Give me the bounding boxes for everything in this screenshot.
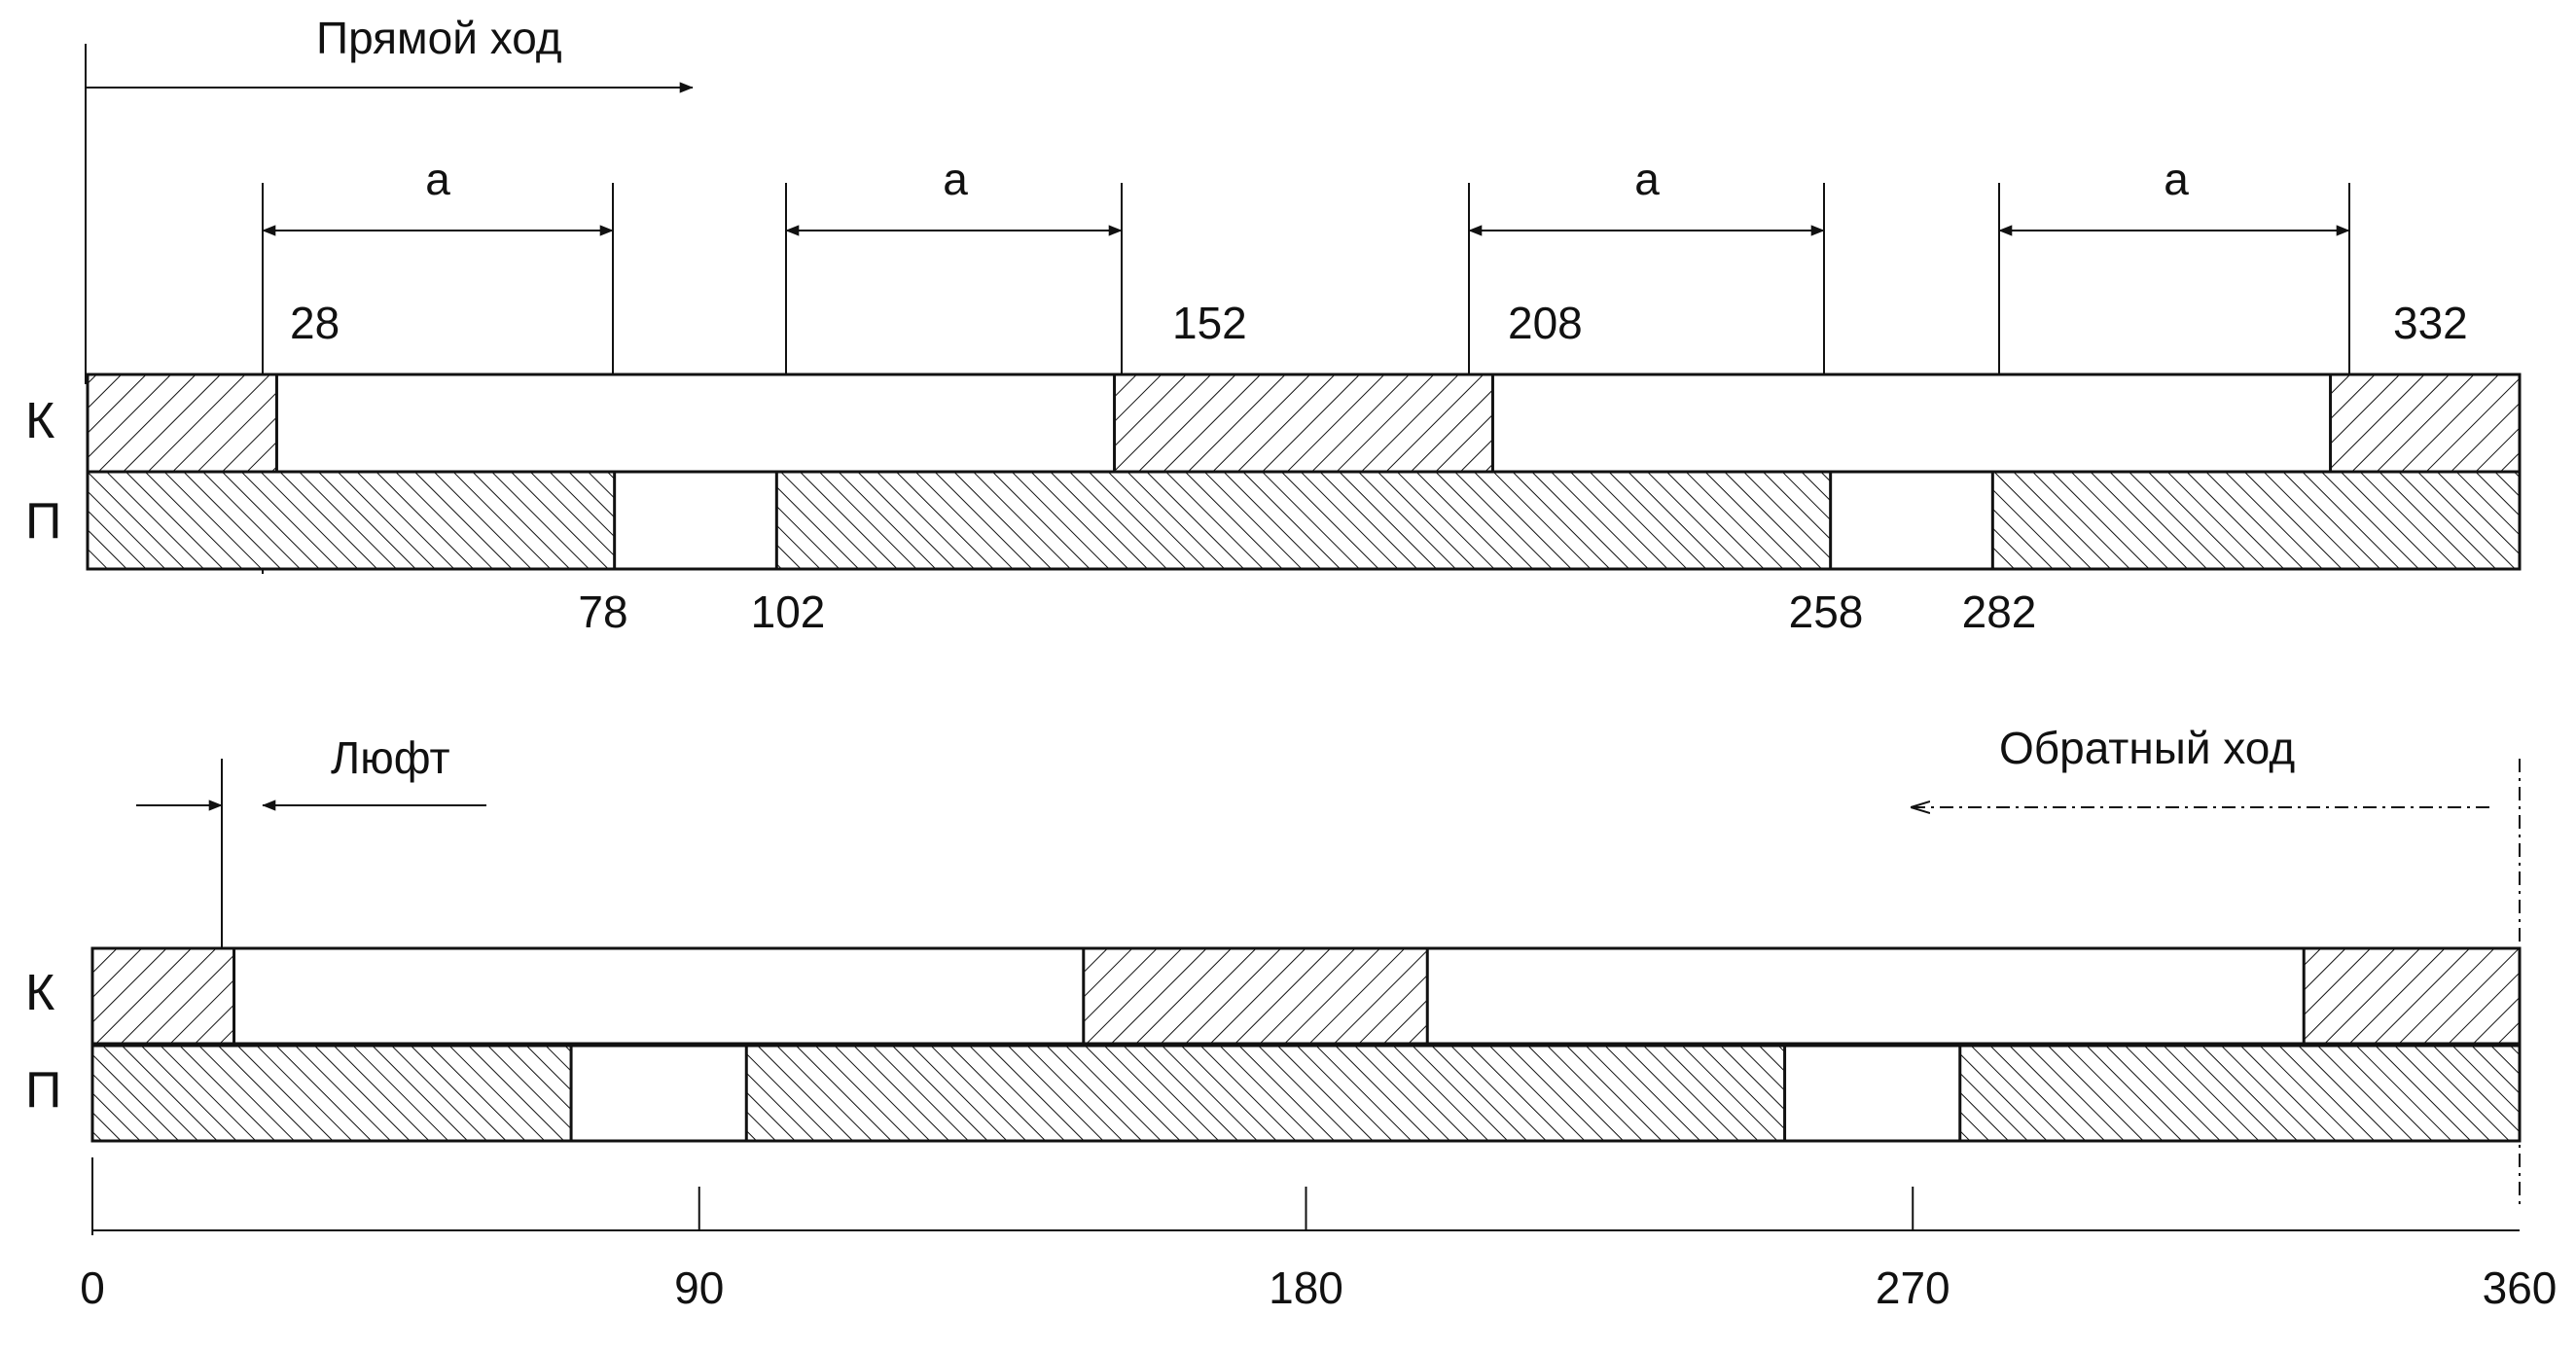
value-78: 78 — [578, 587, 627, 637]
bar-p-reverse — [90, 1044, 2522, 1143]
row-label-k-reverse: К — [25, 965, 54, 1021]
k-forward-segment — [2329, 373, 2522, 474]
bar-p-forward — [86, 470, 2522, 571]
k-reverse-segment — [1082, 946, 1429, 1046]
axis-tick-label: 0 — [80, 1262, 105, 1313]
value-28: 28 — [290, 298, 340, 348]
bar-k-forward — [86, 373, 2522, 474]
row-label-k-forward: К — [25, 393, 54, 449]
value-282: 282 — [1962, 587, 2037, 637]
svg-text:а: а — [1634, 154, 1660, 204]
axis-ticks: 0 90 180 270 360 — [80, 1187, 2557, 1313]
axis-tick-label: 90 — [674, 1262, 724, 1313]
row-label-p-forward: П — [25, 493, 61, 550]
svg-text:а: а — [2164, 154, 2189, 204]
axis-tick-label: 180 — [1269, 1262, 1343, 1313]
svg-text:а: а — [425, 154, 450, 204]
k-reverse-segment — [2302, 946, 2522, 1046]
p-reverse-segment — [90, 1044, 573, 1143]
value-208: 208 — [1508, 298, 1583, 348]
k-forward-segment — [86, 373, 278, 474]
p-forward-segment — [774, 470, 1833, 571]
dimension-a-4: а — [1998, 154, 2350, 374]
forward-label: Прямой ход — [316, 13, 562, 63]
p-reverse-segment — [744, 1044, 1787, 1143]
svg-text:а: а — [943, 154, 968, 204]
backlash-label: Люфт — [331, 732, 450, 783]
p-forward-segment — [1990, 470, 2522, 571]
value-102: 102 — [751, 587, 826, 637]
dimension-a-3: а — [1468, 154, 1825, 374]
reverse-label: Обратный ход — [1999, 723, 2295, 773]
axis-tick-label: 270 — [1876, 1262, 1950, 1313]
value-332: 332 — [2393, 298, 2468, 348]
p-reverse-segment — [1958, 1044, 2522, 1143]
value-152: 152 — [1172, 298, 1247, 348]
value-258: 258 — [1789, 587, 1864, 637]
axis-tick-label: 360 — [2483, 1262, 2558, 1313]
k-forward-segment — [1113, 373, 1494, 474]
dimension-a-2: а — [785, 154, 1123, 374]
k-reverse-segment — [90, 946, 236, 1046]
row-label-p-reverse: П — [25, 1062, 61, 1119]
p-forward-segment — [86, 470, 617, 571]
bar-k-reverse — [90, 946, 2522, 1046]
